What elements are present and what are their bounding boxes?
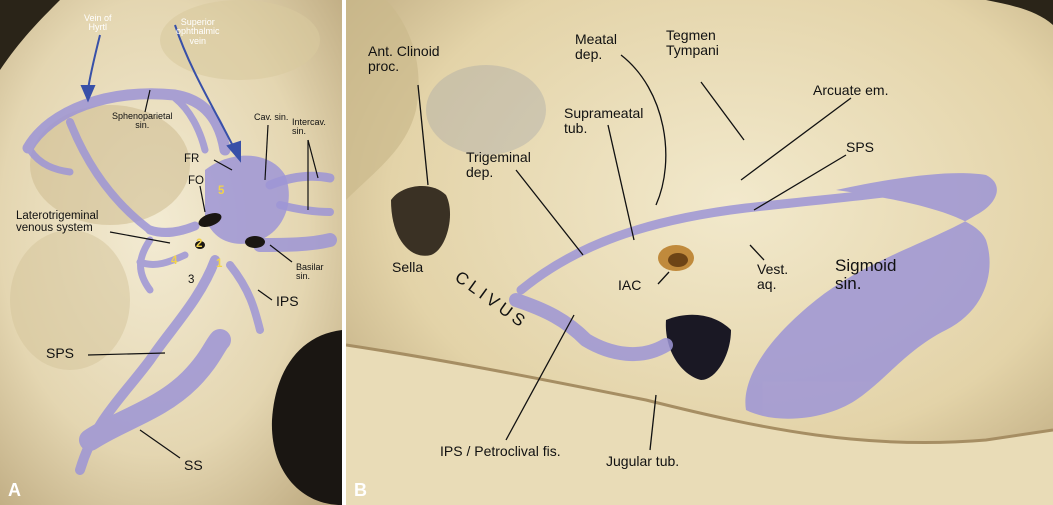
foramen-ovale — [198, 213, 222, 227]
leader-lines — [87, 89, 319, 459]
sella-cavity — [391, 185, 451, 256]
label-ss: SS — [184, 457, 203, 473]
label-sps: SPS — [846, 139, 875, 155]
label-iac: IAC — [618, 277, 642, 293]
label-jugular-tub: Jugular tub. — [606, 453, 680, 469]
lower-rim — [346, 345, 1053, 505]
panel-b-illustration — [346, 0, 1053, 505]
leader-lines — [417, 54, 852, 451]
cavernous-sinus — [205, 155, 289, 244]
label-sella: Sella — [392, 259, 424, 275]
number-2: 2 — [196, 238, 203, 250]
label-fr: FR — [184, 153, 200, 165]
label-sps: SPS — [46, 345, 75, 361]
dark-corner — [0, 0, 60, 70]
panel-letter-b: B — [354, 480, 367, 500]
label-fo: FO — [188, 175, 204, 187]
number-4: 4 — [171, 255, 178, 267]
label-ips-petroclival-fis: IPS / Petroclival fis. — [440, 443, 561, 459]
sinus-overlay — [22, 88, 337, 475]
number-3: 3 — [188, 274, 195, 286]
label-cav-sin: Cav. sin. — [254, 112, 289, 122]
label-vest-aq: Vest.aq. — [757, 261, 789, 292]
label-intercav-sin: Intercav.sin. — [292, 117, 326, 137]
number-5: 5 — [218, 185, 225, 197]
jugular-foramen — [665, 314, 731, 380]
vein-arrows — [80, 24, 241, 163]
label-arcuate-em: Arcuate em. — [813, 82, 889, 98]
panel-letter-a: A — [8, 480, 21, 500]
panel-a-illustration — [0, 0, 342, 505]
number-1: 1 — [216, 258, 223, 270]
foramen-magnum — [271, 330, 342, 505]
sinus-overlay — [509, 173, 997, 419]
label-ips: IPS — [276, 293, 299, 309]
